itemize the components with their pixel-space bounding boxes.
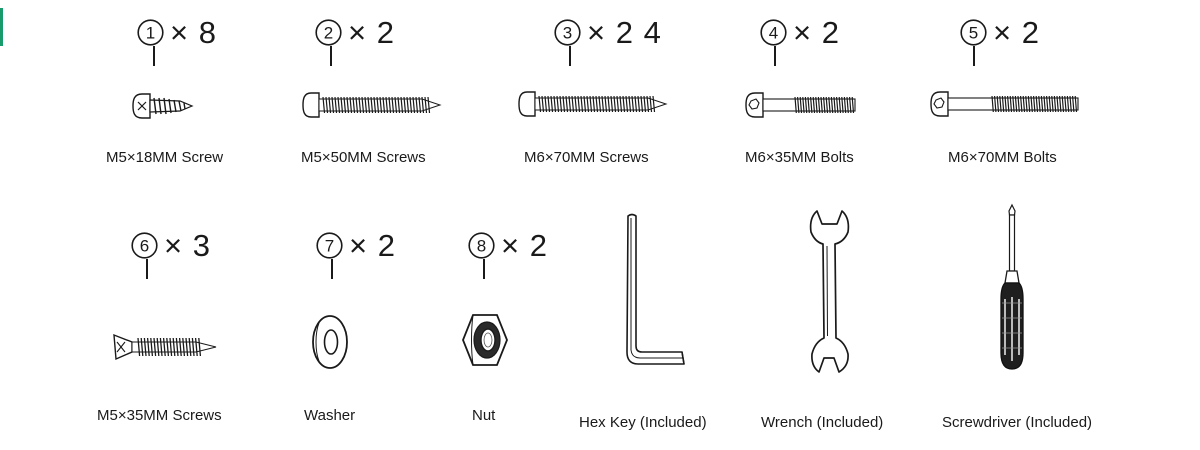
accent-bar bbox=[0, 8, 3, 46]
part-1-quantity: × 8 bbox=[170, 15, 217, 50]
part-4-quantity: × 2 bbox=[793, 15, 840, 50]
short-hex-socket-bolt-icon bbox=[745, 92, 856, 118]
screwdriver-icon bbox=[1000, 203, 1024, 370]
part-8-label: Nut bbox=[472, 407, 496, 424]
part-8-leader bbox=[483, 259, 485, 279]
number-circle-icon: 3 bbox=[554, 19, 581, 46]
part-5-quantity: × 2 bbox=[993, 15, 1040, 50]
part-1-marker: 1 × 8 bbox=[137, 17, 217, 48]
long-hex-socket-bolt-icon bbox=[930, 91, 1079, 117]
part-2-leader bbox=[330, 46, 332, 66]
long-pan-head-screw-icon bbox=[518, 91, 668, 117]
part-1-leader bbox=[153, 46, 155, 66]
part-7-marker: 7 × 2 bbox=[316, 230, 396, 261]
part-5-label: M6×70MM Bolts bbox=[948, 149, 1057, 166]
number-circle-icon: 7 bbox=[316, 232, 343, 259]
svg-text:7: 7 bbox=[325, 237, 334, 256]
part-3-label: M6×70MM Screws bbox=[524, 149, 649, 166]
countersunk-screw-icon bbox=[113, 333, 217, 361]
long-pan-head-screw-icon bbox=[302, 92, 442, 118]
svg-text:5: 5 bbox=[969, 24, 978, 43]
part-8-marker: 8 × 2 bbox=[468, 230, 548, 261]
part-6-quantity: × 3 bbox=[164, 228, 211, 263]
part-1-label: M5×18MM Screw bbox=[106, 149, 224, 166]
svg-text:2: 2 bbox=[324, 24, 333, 43]
part-2-quantity: × 2 bbox=[348, 15, 395, 50]
number-circle-icon: 5 bbox=[960, 19, 987, 46]
washer-icon bbox=[312, 315, 348, 369]
part-8-quantity: × 2 bbox=[501, 228, 548, 263]
hex-key-icon bbox=[626, 213, 685, 365]
part-4-leader bbox=[774, 46, 776, 66]
number-circle-icon: 8 bbox=[468, 232, 495, 259]
wrench-icon bbox=[809, 210, 850, 373]
part-7-label: Washer bbox=[304, 407, 356, 424]
tool-2-label: Wrench (Included) bbox=[761, 414, 884, 431]
svg-text:3: 3 bbox=[563, 24, 572, 43]
number-circle-icon: 1 bbox=[137, 19, 164, 46]
number-circle-icon: 2 bbox=[315, 19, 342, 46]
part-6-leader bbox=[146, 259, 148, 279]
part-5-leader bbox=[973, 46, 975, 66]
part-6-label: M5×35MM Screws bbox=[97, 407, 222, 424]
tool-3-label: Screwdriver (Included) bbox=[942, 414, 1093, 431]
number-circle-icon: 6 bbox=[131, 232, 158, 259]
part-2-label: M5×50MM Screws bbox=[301, 149, 426, 166]
tool-1-label: Hex Key (Included) bbox=[579, 414, 707, 431]
part-6-marker: 6 × 3 bbox=[131, 230, 211, 261]
svg-text:8: 8 bbox=[477, 237, 486, 256]
part-7-leader bbox=[331, 259, 333, 279]
part-7-quantity: × 2 bbox=[349, 228, 396, 263]
part-5-marker: 5 × 2 bbox=[960, 17, 1040, 48]
number-circle-icon: 4 bbox=[760, 19, 787, 46]
svg-text:4: 4 bbox=[769, 24, 778, 43]
hex-nut-icon bbox=[462, 314, 508, 366]
part-1-number: 1 bbox=[146, 24, 155, 43]
part-3-marker: 3 × 2 4 bbox=[554, 17, 662, 48]
part-2-marker: 2 × 2 bbox=[315, 17, 395, 48]
part-4-label: M6×35MM Bolts bbox=[745, 149, 854, 166]
svg-text:6: 6 bbox=[140, 237, 149, 256]
short-pan-head-screw-icon bbox=[132, 93, 194, 119]
part-4-marker: 4 × 2 bbox=[760, 17, 840, 48]
part-3-quantity: × 2 4 bbox=[587, 15, 662, 50]
part-3-leader bbox=[569, 46, 571, 66]
